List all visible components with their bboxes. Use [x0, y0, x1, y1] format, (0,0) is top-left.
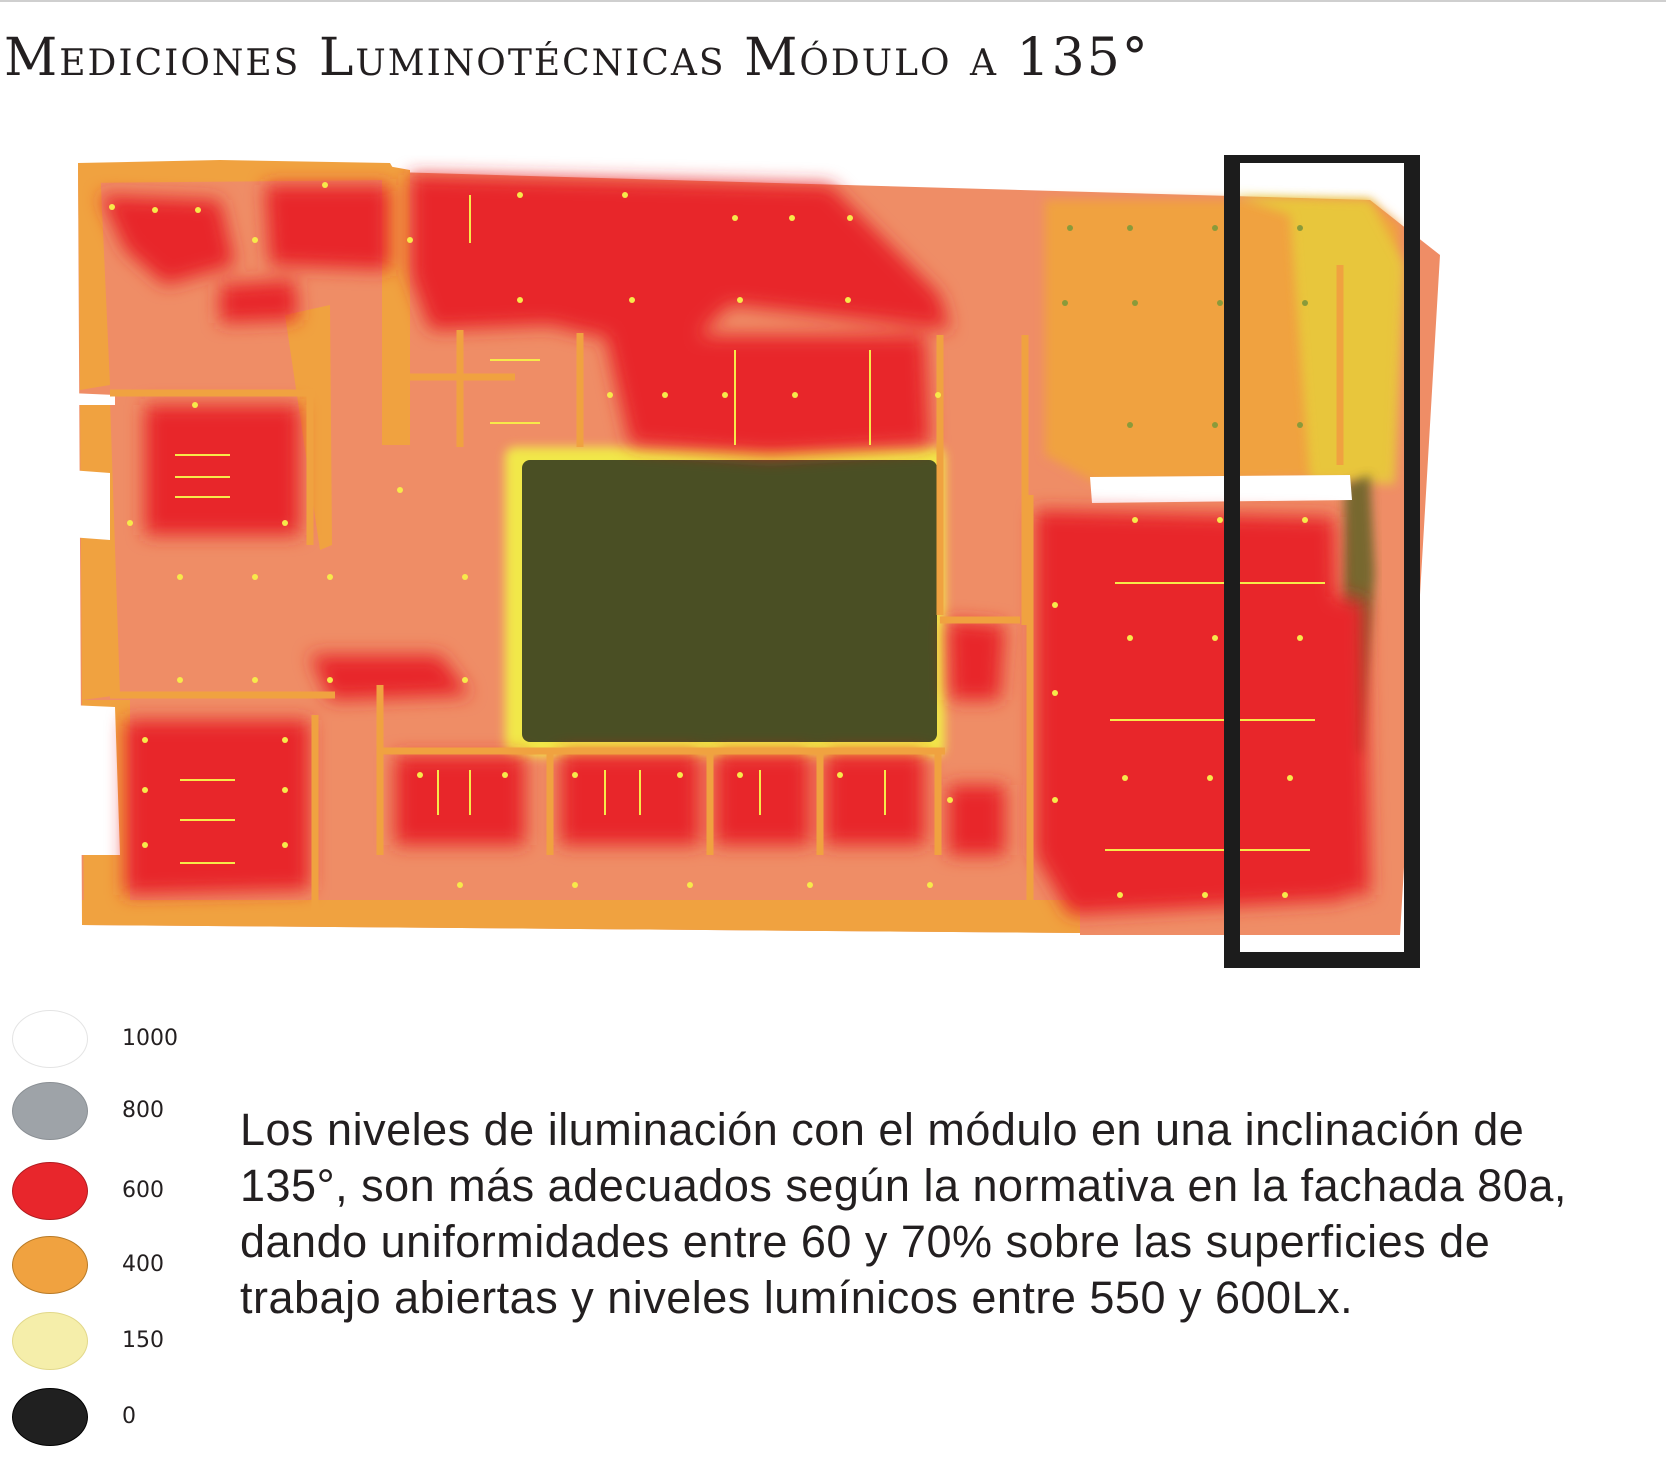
- legend-item-0: 0: [12, 1388, 232, 1448]
- legend-swatch-yellow: [12, 1312, 88, 1370]
- legend-label: 0: [122, 1404, 136, 1429]
- legend-swatch-black: [12, 1388, 88, 1446]
- illuminance-legend: 1000 800 600 400 150 0: [12, 1010, 232, 1460]
- legend-label: 800: [122, 1098, 164, 1123]
- legend-item-600: 600: [12, 1162, 232, 1222]
- description-text: Los niveles de iluminación con el módulo…: [240, 1104, 1567, 1323]
- top-divider: [0, 0, 1666, 2]
- atrium-dark: [522, 460, 937, 742]
- white-gaps: [70, 393, 1352, 855]
- legend-label: 600: [122, 1178, 164, 1203]
- luminaire-dots-dim: [1062, 225, 1308, 428]
- legend-swatch-orange: [12, 1236, 88, 1294]
- legend-item-150: 150: [12, 1312, 232, 1372]
- fixture-lines: [175, 195, 1325, 864]
- luminaire-dots: [109, 182, 1308, 898]
- partitions: [110, 265, 1344, 915]
- legend-item-1000: 1000: [12, 1010, 232, 1070]
- page-title: Mediciones Luminotécnicas Módulo a 135°: [4, 28, 1150, 88]
- legend-label: 1000: [122, 1026, 178, 1051]
- floor-plan-heatmap: [70, 155, 1440, 968]
- legend-item-400: 400: [12, 1236, 232, 1296]
- legend-label: 150: [122, 1328, 164, 1353]
- facade-highlight-box: [1224, 155, 1420, 968]
- legend-swatch-white: [12, 1010, 88, 1068]
- yellow-fringe-right: [1230, 195, 1405, 485]
- legend-swatch-gray: [12, 1082, 88, 1140]
- red-zones: [100, 175, 1370, 915]
- legend-swatch-red: [12, 1162, 88, 1220]
- legend-item-800: 800: [12, 1082, 232, 1142]
- legend-label: 400: [122, 1252, 164, 1277]
